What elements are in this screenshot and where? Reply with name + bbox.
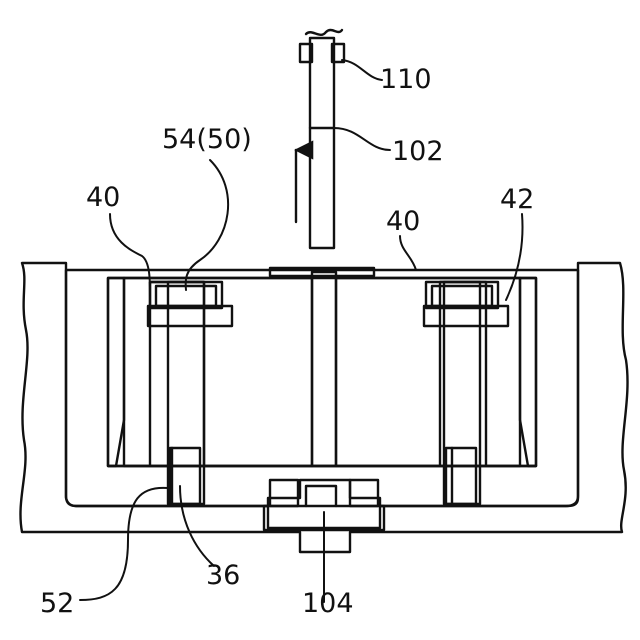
reference-labels: 110 102 54(50) 40 40 42 104 52 36	[40, 64, 534, 619]
label-42: 42	[500, 184, 534, 215]
label-40-left: 40	[86, 182, 120, 213]
label-40-right: 40	[386, 206, 420, 237]
leader-lines	[80, 60, 522, 602]
central-core	[124, 268, 520, 466]
label-102: 102	[392, 136, 444, 167]
rod	[300, 30, 344, 248]
label-36: 36	[206, 560, 240, 591]
label-110: 110	[380, 64, 432, 95]
label-52: 52	[40, 588, 74, 619]
label-104: 104	[302, 588, 354, 619]
label-54-50: 54(50)	[162, 124, 252, 155]
left-fastener	[148, 282, 232, 504]
right-fastener	[424, 282, 508, 504]
